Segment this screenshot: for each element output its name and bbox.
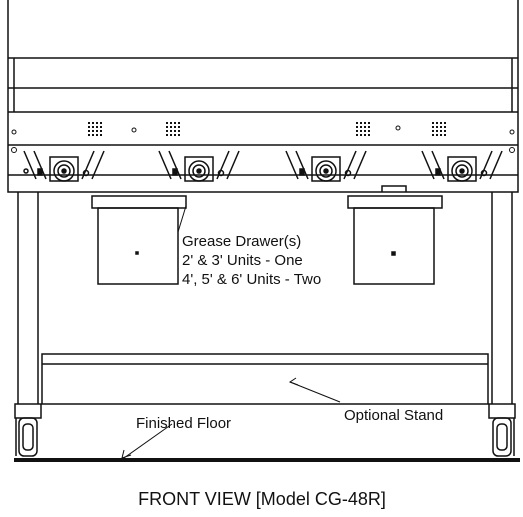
griddle-body: [7, 0, 519, 193]
grease-drawer-label-line2: 2' & 3' Units - One: [182, 252, 303, 269]
vent-grills: [88, 122, 446, 136]
corner-screws: [11, 125, 515, 153]
grease-drawer-left: [91, 195, 187, 285]
grease-drawer-right: [347, 195, 443, 285]
grease-drawer-label-line3: 4', 5' & 6' Units - Two: [182, 271, 321, 288]
floor-line: [14, 458, 520, 462]
stand-legs: [17, 192, 513, 404]
casters: [14, 403, 516, 457]
optional-stand-label: Optional Stand: [344, 407, 443, 424]
leader-lines: [121, 205, 341, 459]
center-handle: [381, 185, 407, 192]
drawing-caption: FRONT VIEW [Model CG-48R]: [138, 489, 386, 509]
control-knobs: [23, 150, 503, 182]
finished-floor-label: Finished Floor: [136, 415, 231, 432]
stand-shelf: [41, 353, 489, 405]
grease-drawer-label-line1: Grease Drawer(s): [182, 233, 301, 250]
